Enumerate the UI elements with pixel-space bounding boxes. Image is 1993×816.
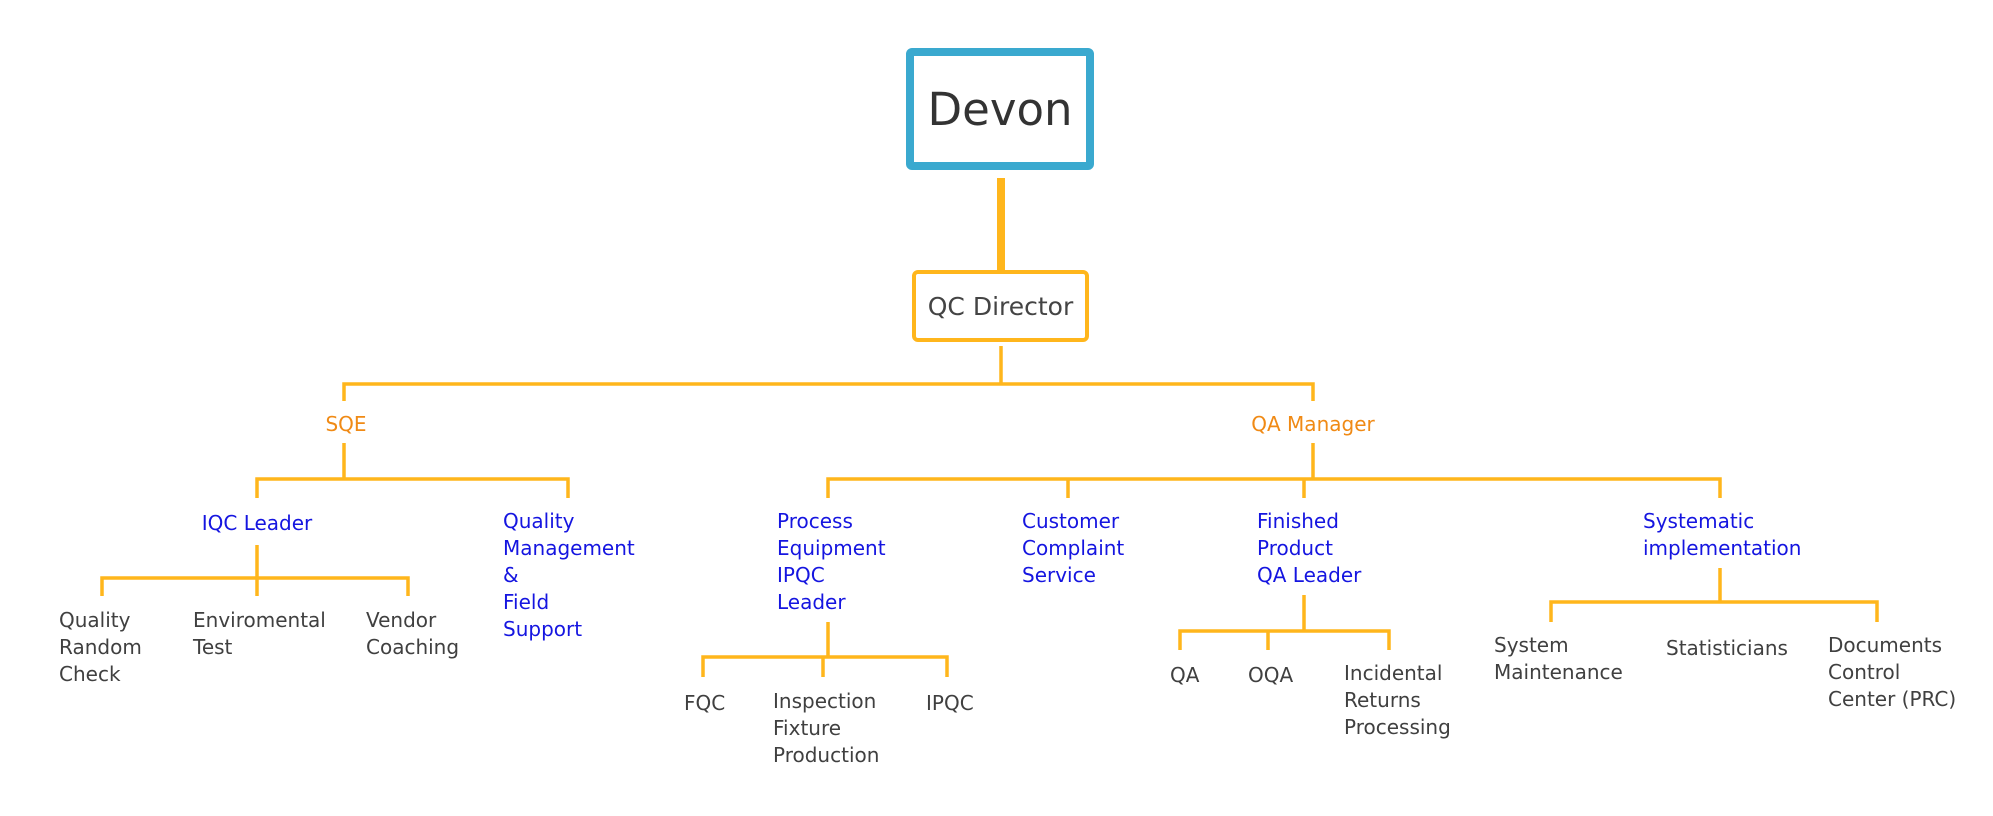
node-documents-control-center[interactable]: Documents Control Center (PRC) <box>1828 633 1957 711</box>
node-system-maintenance[interactable]: System Maintenance <box>1494 633 1623 684</box>
node-ipqc[interactable]: IPQC <box>926 691 974 715</box>
node-quality-management-field-support[interactable]: Quality Management & Field Support <box>503 509 635 641</box>
connector-qa-manager-leaders <box>826 443 1722 498</box>
node-systematic-implementation[interactable]: Systematic implementation <box>1643 509 1802 560</box>
node-vendor-coaching[interactable]: Vendor Coaching <box>366 608 460 659</box>
node-quality-random-check[interactable]: Quality Random Check <box>59 608 142 686</box>
connector-director-managers <box>342 346 1315 401</box>
connector-finished-children <box>1178 595 1391 650</box>
root-label: Devon <box>927 82 1073 136</box>
node-incidental-returns-processing[interactable]: Incidental Returns Processing <box>1344 661 1451 739</box>
node-process-equipment-ipqc-leader[interactable]: Process Equipment IPQC Leader <box>777 509 886 614</box>
node-fqc[interactable]: FQC <box>684 691 726 715</box>
node-sqe[interactable]: SQE <box>325 412 367 436</box>
qc-director-label: QC Director <box>927 291 1074 321</box>
node-qa[interactable]: QA <box>1170 663 1200 687</box>
connector-systematic-children <box>1549 568 1879 622</box>
node-qa-manager[interactable]: QA Manager <box>1251 412 1375 436</box>
node-inspection-fixture-production[interactable]: Inspection Fixture Production <box>773 689 880 767</box>
node-statisticians[interactable]: Statisticians <box>1666 636 1788 660</box>
node-enviromental-test[interactable]: Enviromental Test <box>193 608 326 659</box>
connector-process-children <box>701 622 949 677</box>
node-iqc-leader[interactable]: IQC Leader <box>201 511 313 535</box>
node-customer-complaint-service[interactable]: Customer Complaint Service <box>1022 509 1125 587</box>
connector-iqc-children <box>100 545 410 596</box>
connector-sqe-leaders <box>255 443 570 498</box>
root-node-devon[interactable]: Devon <box>906 48 1094 170</box>
node-finished-product-qa-leader[interactable]: Finished Product QA Leader <box>1257 509 1362 587</box>
node-qc-director[interactable]: QC Director <box>912 270 1089 342</box>
node-oqa[interactable]: OQA <box>1248 663 1294 687</box>
